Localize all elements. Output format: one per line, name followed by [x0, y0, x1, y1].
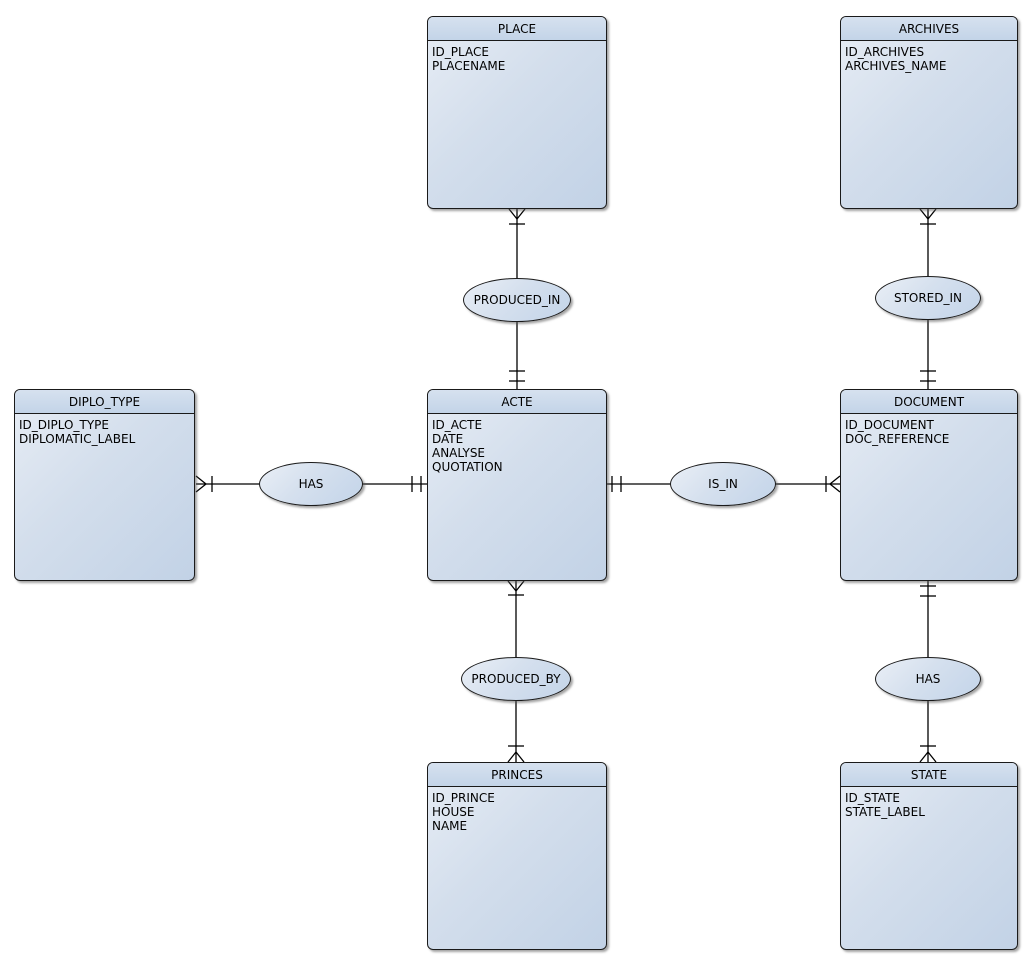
- relationship-label: IS_IN: [708, 477, 738, 491]
- relationship-has-diplotype-acte[interactable]: HAS: [259, 462, 363, 506]
- entity-attribute: ID_ACTE: [432, 418, 483, 432]
- entity-attribute: DATE: [432, 432, 464, 446]
- crow-foot-marker: [508, 208, 526, 221]
- relationship-produced-by[interactable]: PRODUCED_BY: [461, 657, 571, 701]
- relationship-label: PRODUCED_BY: [471, 672, 561, 686]
- relationship-is-in[interactable]: IS_IN: [670, 462, 776, 506]
- entity-attribute: HOUSE: [432, 805, 475, 819]
- relationship-stored-in[interactable]: STORED_IN: [875, 276, 981, 320]
- entity-title: DOCUMENT: [841, 390, 1017, 414]
- entity-attribute-list: ID_DOCUMENT DOC_REFERENCE: [841, 414, 1017, 446]
- entity-title: ACTE: [428, 390, 606, 414]
- entity-place[interactable]: PLACE ID_PLACE PLACENAME: [427, 16, 607, 209]
- entity-attribute: ARCHIVES_NAME: [845, 59, 947, 73]
- relationship-label: STORED_IN: [893, 291, 963, 305]
- entity-attribute: QUOTATION: [432, 460, 503, 474]
- entity-attribute: DIPLOMATIC_LABEL: [19, 432, 136, 446]
- entity-title: PRINCES: [428, 763, 606, 787]
- relationship-label: HAS: [915, 672, 941, 686]
- crow-foot-marker: [507, 750, 525, 763]
- entity-attribute: STATE_LABEL: [845, 805, 925, 819]
- entity-attribute: ID_DIPLO_TYPE: [19, 418, 109, 432]
- crow-foot-marker: [919, 208, 937, 221]
- entity-attribute: NAME: [432, 819, 468, 833]
- entity-attribute-list: ID_ACTE DATE ANALYSE QUOTATION: [428, 414, 606, 474]
- crow-foot-marker: [919, 750, 937, 763]
- entity-attribute-list: ID_PRINCE HOUSE NAME: [428, 787, 606, 833]
- entity-attribute: ID_DOCUMENT: [845, 418, 934, 432]
- entity-title: DIPLO_TYPE: [15, 390, 194, 414]
- entity-attribute: ID_STATE: [845, 791, 900, 805]
- relationship-produced-in[interactable]: PRODUCED_IN: [463, 278, 571, 322]
- entity-acte[interactable]: ACTE ID_ACTE DATE ANALYSE QUOTATION: [427, 389, 607, 581]
- crow-foot-marker: [195, 475, 208, 493]
- relationship-label: PRODUCED_IN: [473, 293, 561, 307]
- entity-state[interactable]: STATE ID_STATE STATE_LABEL: [840, 762, 1018, 950]
- entity-attribute: ID_ARCHIVES: [845, 45, 925, 59]
- entity-title: ARCHIVES: [841, 17, 1017, 41]
- entity-diplo-type[interactable]: DIPLO_TYPE ID_DIPLO_TYPE DIPLOMATIC_LABE…: [14, 389, 195, 581]
- entity-attribute: ANALYSE: [432, 446, 486, 460]
- relationship-has-document-state[interactable]: HAS: [875, 657, 981, 701]
- entity-title: STATE: [841, 763, 1017, 787]
- entity-attribute: ID_PRINCE: [432, 791, 495, 805]
- relationship-label: HAS: [298, 477, 324, 491]
- entity-attribute: DOC_REFERENCE: [845, 432, 950, 446]
- entity-attribute: PLACENAME: [432, 59, 506, 73]
- entity-attribute-list: ID_DIPLO_TYPE DIPLOMATIC_LABEL: [15, 414, 194, 446]
- crow-foot-marker: [828, 475, 841, 493]
- entity-archives[interactable]: ARCHIVES ID_ARCHIVES ARCHIVES_NAME: [840, 16, 1018, 209]
- entity-attribute-list: ID_PLACE PLACENAME: [428, 41, 606, 73]
- crow-foot-marker: [507, 580, 525, 593]
- entity-attribute: ID_PLACE: [432, 45, 489, 59]
- entity-princes[interactable]: PRINCES ID_PRINCE HOUSE NAME: [427, 762, 607, 950]
- entity-attribute-list: ID_ARCHIVES ARCHIVES_NAME: [841, 41, 1017, 73]
- entity-title: PLACE: [428, 17, 606, 41]
- entity-attribute-list: ID_STATE STATE_LABEL: [841, 787, 1017, 819]
- entity-document[interactable]: DOCUMENT ID_DOCUMENT DOC_REFERENCE: [840, 389, 1018, 581]
